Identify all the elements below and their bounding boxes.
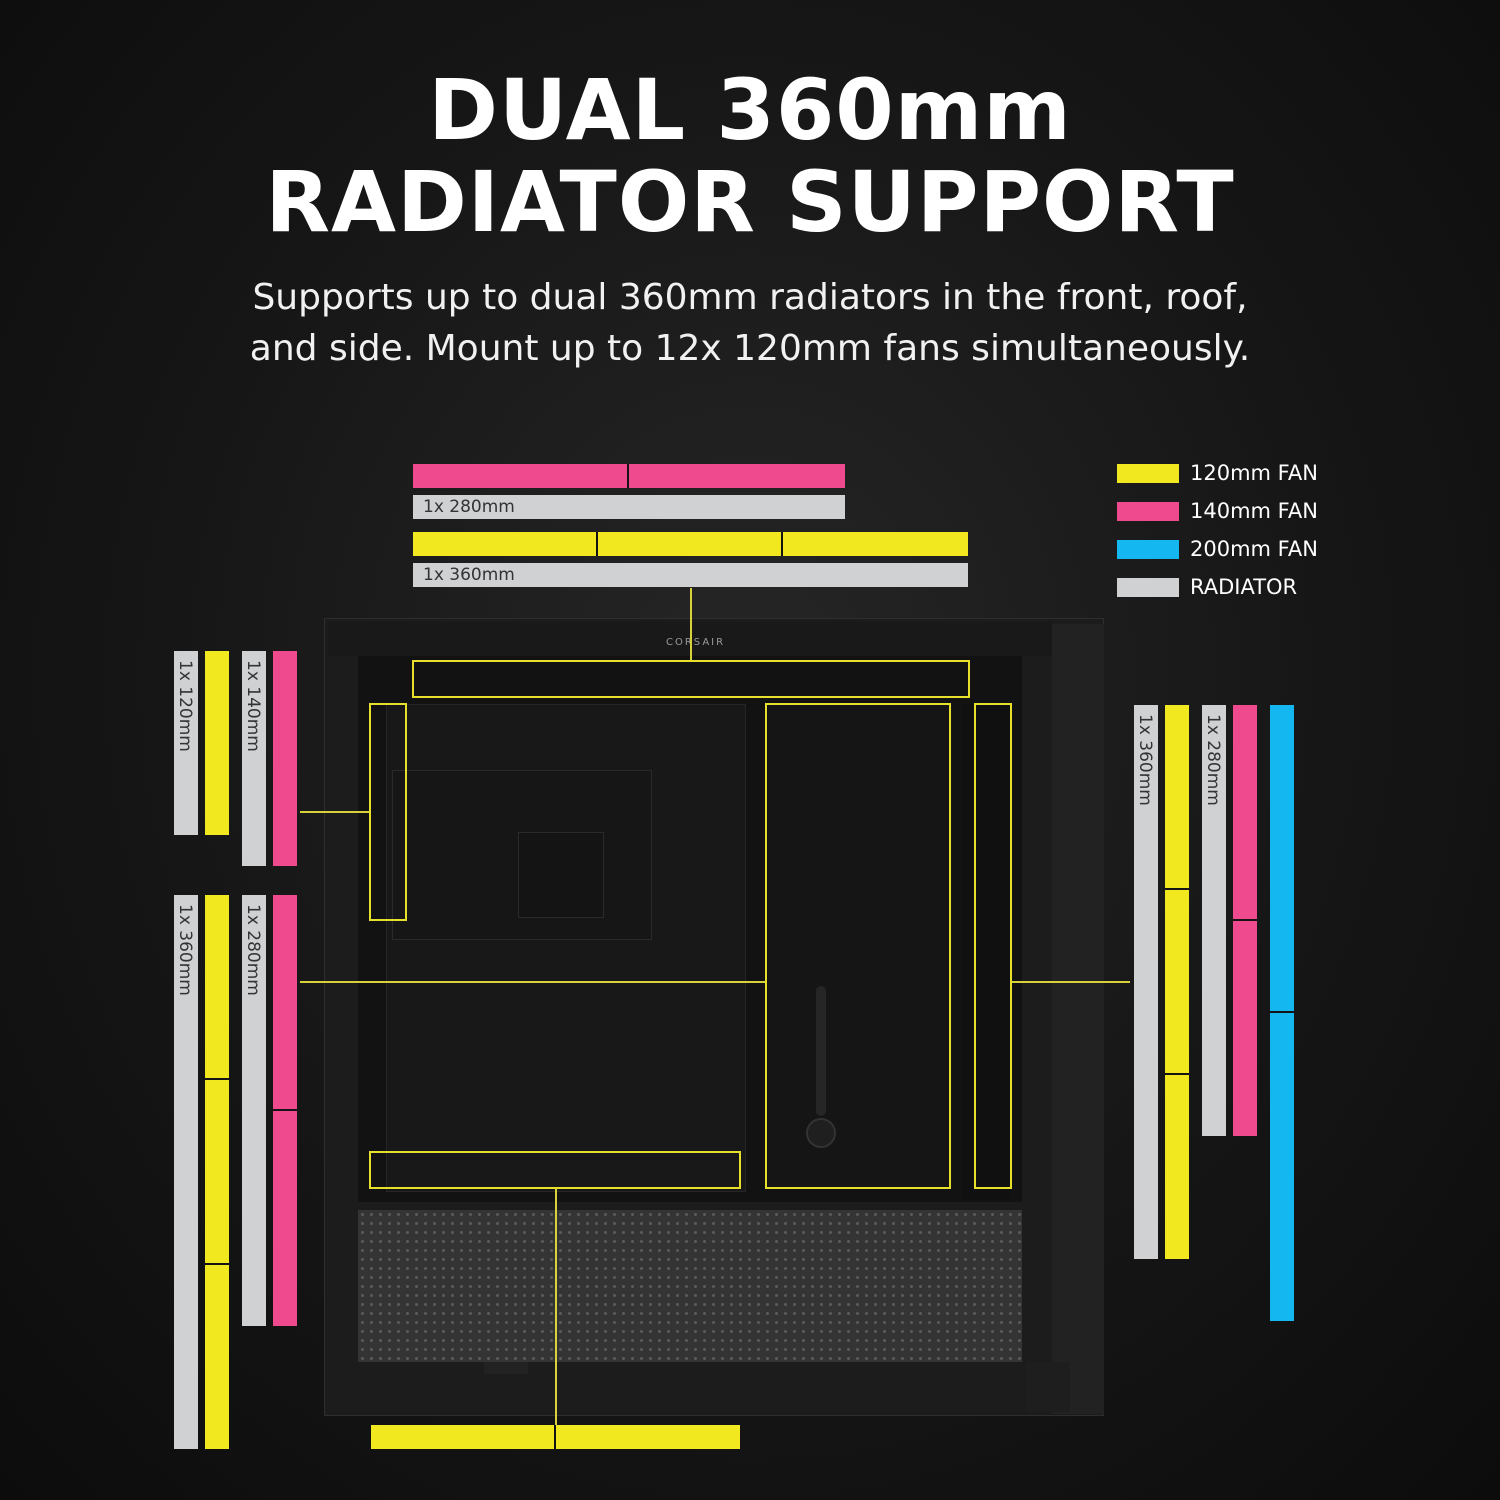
legend-swatch-radiator: [1117, 578, 1179, 597]
case-foot-right: [1026, 1362, 1070, 1412]
top-360mm-radiator-label: 1x 360mm: [423, 565, 515, 585]
heading-line-2: RADIATOR SUPPORT: [265, 153, 1235, 251]
legend-label-120mm-fan: 120mm FAN: [1190, 461, 1318, 485]
legend-label-radiator: RADIATOR: [1190, 575, 1298, 599]
front-120mm-fan-3: [1165, 1075, 1189, 1259]
cpu-backplate-hole: [518, 832, 604, 918]
top-140mm-fan-1: [413, 464, 629, 488]
front-360mm-radiator-label: 1x 360mm: [1135, 714, 1155, 806]
legend-swatch-140mm-fan: [1117, 502, 1179, 521]
bottom-120mm-fan-2: [556, 1425, 740, 1449]
front-200mm-fan-1: [1270, 705, 1294, 1013]
legend-swatch-120mm-fan: [1117, 464, 1179, 483]
top-mount-highlight: [412, 660, 970, 698]
front-200mm-fan-2: [1270, 1013, 1294, 1321]
front-140mm-fan-1: [1233, 705, 1257, 921]
bottom-120mm-fan-1: [371, 1425, 556, 1449]
top-120mm-fan-2: [598, 532, 783, 556]
legend-label-140mm-fan: 140mm FAN: [1190, 499, 1318, 523]
top-connector-line: [690, 588, 692, 660]
side-fan-column: [962, 704, 1010, 1200]
rear-140mm-fan: [273, 651, 297, 866]
top-120mm-fan-3: [783, 532, 968, 556]
front-140mm-fan-2: [1233, 921, 1257, 1136]
front-280mm-radiator: [1202, 705, 1226, 1136]
side-connector-line: [300, 981, 765, 983]
side-280mm-radiator-label: 1x 280mm: [243, 904, 263, 996]
case-front-panel: [1052, 624, 1104, 1414]
bottom-mount-highlight: [369, 1151, 741, 1189]
rear-140mm-radiator-label: 1x 140mm: [243, 660, 263, 752]
side-120mm-fan-2: [205, 1080, 229, 1265]
front-mount-highlight: [974, 703, 1012, 1189]
case-logo-top: CORSAIR: [666, 637, 726, 648]
front-360mm-radiator: [1134, 705, 1158, 1259]
cable-strap: [816, 986, 826, 1116]
rear-mount-highlight: [369, 703, 407, 921]
side-360mm-radiator: [174, 895, 198, 1449]
side-120mm-fan-3: [205, 1265, 229, 1449]
legend-swatch-200mm-fan: [1117, 540, 1179, 559]
front-280mm-radiator-label: 1x 280mm: [1203, 714, 1223, 806]
case-foot-left: [484, 1362, 528, 1374]
top-140mm-fan-2: [629, 464, 845, 488]
top-280mm-radiator-label: 1x 280mm: [423, 497, 515, 517]
front-120mm-fan-1: [1165, 705, 1189, 890]
description-line-2: and side. Mount up to 12x 120mm fans sim…: [249, 328, 1251, 369]
top-280mm-radiator: [413, 495, 845, 519]
bottom-connector-line: [555, 1189, 557, 1425]
cable-channel: [768, 704, 952, 1188]
front-120mm-fan-2: [1165, 890, 1189, 1075]
side-360mm-radiator-label: 1x 360mm: [175, 904, 195, 996]
side-120mm-fan-1: [205, 895, 229, 1080]
top-120mm-fan-1: [413, 532, 598, 556]
psu-shroud-mesh: [358, 1210, 1022, 1362]
side-280mm-radiator: [242, 895, 266, 1326]
description-line-1: Supports up to dual 360mm radiators in t…: [252, 277, 1248, 318]
heading-line-1: DUAL 360mm: [428, 61, 1072, 159]
side-140mm-fan-2: [273, 1111, 297, 1326]
rear-120mm-radiator-label: 1x 120mm: [175, 660, 195, 752]
legend-label-200mm-fan: 200mm FAN: [1190, 537, 1318, 561]
rear-140mm-radiator: [242, 651, 266, 866]
side-mount-highlight: [765, 703, 951, 1189]
rear-120mm-radiator: [174, 651, 198, 835]
top-360mm-radiator: [413, 563, 968, 587]
rear-120mm-fan: [205, 651, 229, 835]
rear-connector-line: [300, 811, 369, 813]
side-140mm-fan-1: [273, 895, 297, 1111]
front-connector-line: [1012, 981, 1130, 983]
thumb-screw: [806, 1118, 836, 1148]
